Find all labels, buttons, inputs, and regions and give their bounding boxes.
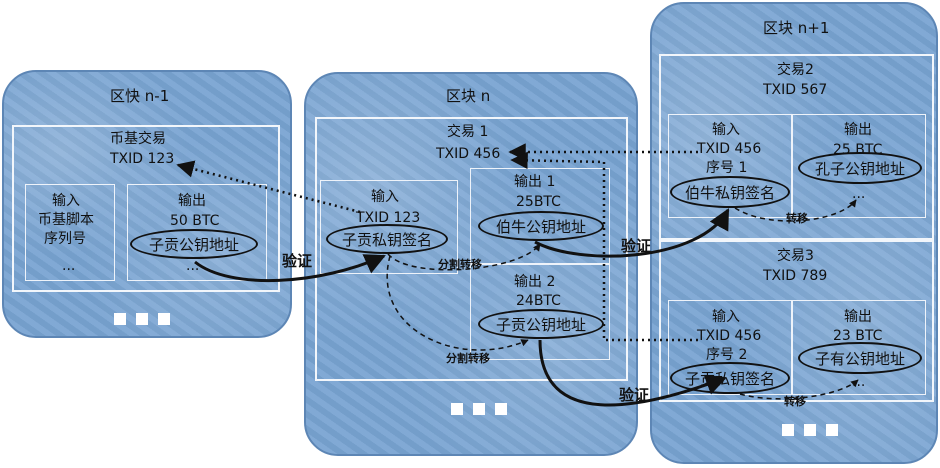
tx1-output2-amount: 24BTC — [516, 293, 561, 309]
tx3-input-box — [668, 300, 792, 395]
split-arrow-out2 — [386, 255, 529, 351]
tx2-output-box — [792, 114, 926, 218]
block-next — [650, 2, 938, 464]
block-next-more-icon — [782, 424, 838, 436]
tx3-txid: TXID 789 — [763, 268, 828, 284]
tx1-input-ref: TXID 123 — [356, 210, 421, 226]
tx1-output1-amount: 25BTC — [516, 194, 561, 210]
coinbase-input-more: ... — [62, 258, 76, 274]
coinbase-tx-title: 币基交易 — [110, 131, 166, 147]
tx1-input-header: 输入 — [371, 189, 399, 205]
tx3-output-box — [792, 300, 926, 395]
tx3-input-header: 输入 — [712, 309, 740, 325]
transfer-label-tx3: 转移 — [784, 395, 806, 408]
tx3-output-addr: 子有公钥地址 — [798, 342, 922, 374]
verify-label-2: 验证 — [621, 237, 652, 255]
coinbase-output-box — [127, 184, 267, 281]
block-n-more-icon — [451, 403, 507, 415]
tx1-input-sig: 子贡私钥签名 — [326, 224, 448, 254]
block-prev-more-icon — [114, 313, 170, 325]
tx1-title: 交易 1 — [447, 124, 489, 140]
tx3-output-header: 输出 — [844, 309, 872, 325]
block-prev — [2, 70, 292, 338]
tx3-input-seq: 序号 2 — [706, 347, 748, 363]
tx1-output1-box — [470, 168, 610, 264]
tx2-output-addr: 孔子公钥地址 — [798, 152, 922, 184]
coinbase-script: 币基脚本 — [38, 212, 94, 228]
tx2-input-sig: 伯牛私钥签名 — [670, 176, 790, 208]
tx1-output1-addr: 伯牛公钥地址 — [478, 211, 604, 241]
tx2-frame — [659, 54, 934, 240]
block-next-title: 区块 n+1 — [763, 19, 830, 37]
verify-arrow-2 — [534, 208, 730, 258]
tx2-output-header: 输出 — [844, 122, 872, 138]
tx2-input-seq: 序号 1 — [706, 160, 748, 176]
verify-arrow-3 — [538, 339, 727, 407]
verify-arrow-1 — [194, 254, 386, 283]
coinbase-input-header: 输入 — [52, 193, 80, 209]
verify-label-3: 验证 — [619, 386, 650, 404]
tx2-input-box — [668, 114, 792, 218]
coinbase-output-header: 输出 — [178, 193, 206, 209]
tx1-output2-header: 输出 2 — [514, 274, 556, 290]
block-prev-title: 区快 n-1 — [110, 87, 170, 105]
transfer-arrow-tx3 — [739, 379, 859, 400]
coinbase-txid: TXID 123 — [110, 151, 175, 167]
coinbase-output-amount: 50 BTC — [170, 213, 220, 229]
tx2-output-more: ... — [852, 186, 866, 202]
transfer-label-tx2: 转移 — [786, 212, 808, 225]
tx3-title: 交易3 — [777, 248, 814, 264]
ref-arrow-tx3 — [510, 151, 698, 342]
tx2-input-ref: TXID 456 — [697, 141, 762, 157]
verify-label-1: 验证 — [282, 252, 313, 270]
tx3-frame — [659, 240, 934, 402]
ref-arrow-txid123 — [176, 160, 361, 214]
tx2-title: 交易2 — [777, 62, 814, 78]
tx2-txid: TXID 567 — [763, 82, 828, 98]
tx2-input-header: 输入 — [712, 122, 740, 138]
coinbase-input-box — [25, 184, 115, 281]
coinbase-seq: 序列号 — [44, 231, 86, 247]
split-transfer-label-2: 分割转移 — [446, 352, 490, 365]
split-transfer-label-1: 分割转移 — [438, 258, 482, 271]
split-arrow-out1 — [387, 243, 541, 271]
tx1-output2-box — [470, 264, 610, 360]
tx3-input-ref: TXID 456 — [697, 328, 762, 344]
tx1-output1-header: 输出 1 — [514, 174, 556, 190]
tx1-txid: TXID 456 — [436, 146, 501, 162]
coinbase-tx-frame — [12, 125, 280, 292]
tx1-frame — [315, 117, 628, 381]
tx3-output-amount: 23 BTC — [833, 328, 883, 344]
transfer-arrow-tx2 — [734, 199, 857, 222]
coinbase-output-addr: 子贡公钥地址 — [130, 229, 258, 259]
block-n-title: 区块 n — [446, 87, 491, 105]
tx1-input-box — [320, 180, 458, 274]
